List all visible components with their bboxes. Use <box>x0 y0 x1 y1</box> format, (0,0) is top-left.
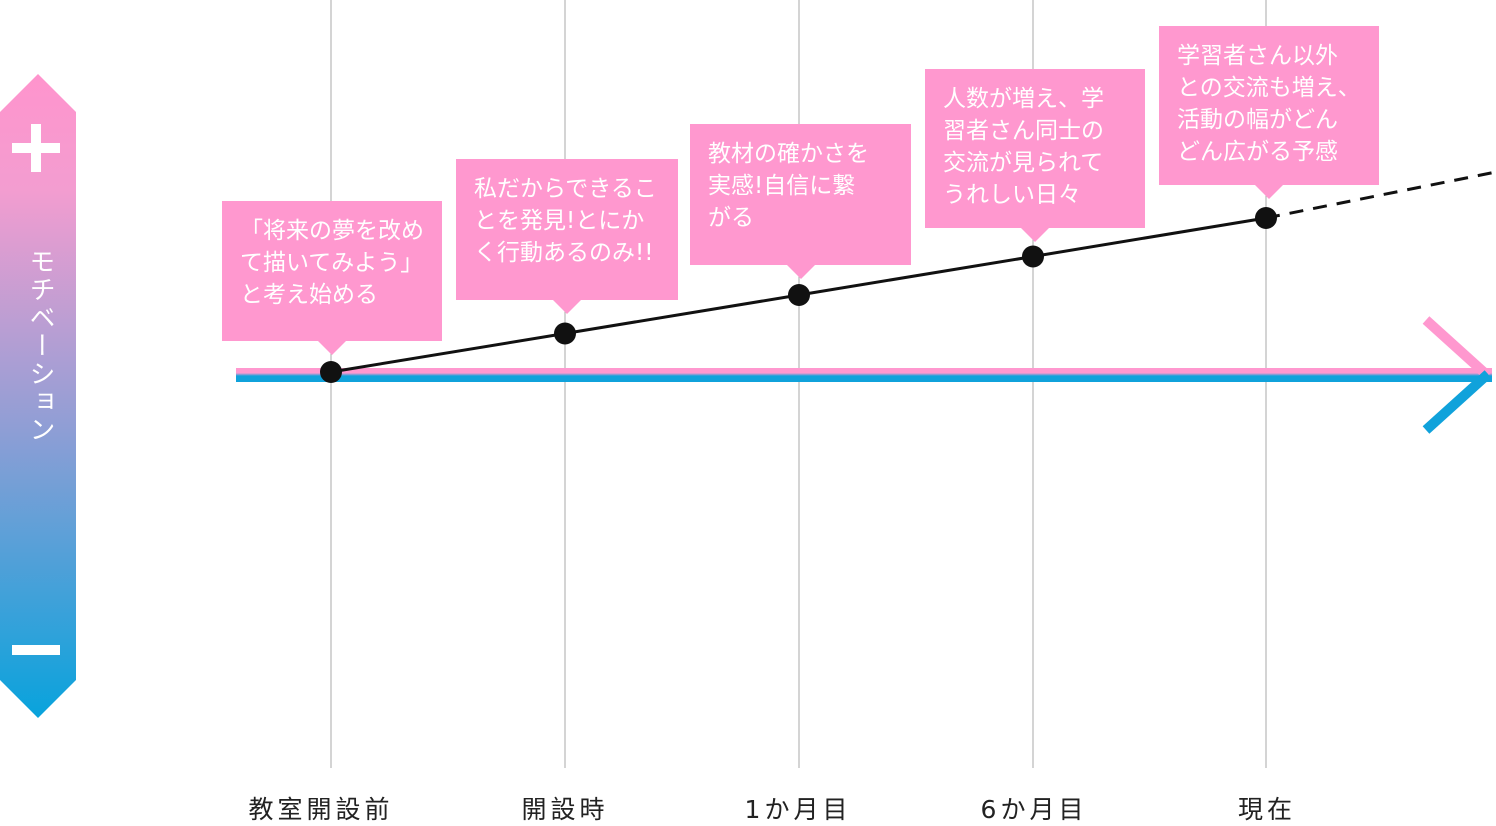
stage-label: 6か月目 <box>980 795 1088 824</box>
stage-label: 1か月目 <box>744 795 852 824</box>
motivation-point <box>320 361 342 383</box>
time-arrow-head-upper <box>1422 316 1492 380</box>
motivation-line-segment <box>564 293 800 335</box>
stage-note-callout: 私だからできるこ とを発見!とにか く行動あるのみ!! <box>456 159 678 314</box>
stage-label: 開設時 <box>521 795 609 824</box>
vertical-axis-label: モチベーション <box>25 248 55 444</box>
motivation-projection-dashed-line <box>1265 170 1496 220</box>
time-arrow-shaft-blue <box>236 376 1492 382</box>
plus-sign-vertical <box>31 124 41 172</box>
stage-note-callout: 教材の確かさを 実感!自信に繋 がる <box>690 124 911 279</box>
motivation-line-segment <box>330 332 566 374</box>
time-arrow-head-lower <box>1422 370 1492 434</box>
stage-label: 現在 <box>1237 795 1296 824</box>
motivation-axis-bar <box>0 74 76 718</box>
motivation-point <box>1022 245 1044 268</box>
motivation-line-segment <box>798 255 1034 297</box>
stage-note-callout: 人数が増え、学 習者さん同士の 交流が見られて うれしい日々 <box>925 69 1145 242</box>
stage-label: 教室開設前 <box>248 795 394 824</box>
minus-sign <box>12 645 60 655</box>
motivation-point <box>788 284 810 306</box>
motivation-point <box>554 322 576 345</box>
stage-note-callout: 学習者さん以外 との交流も増え、 活動の幅がどん どん広がる予感 <box>1159 26 1379 199</box>
motivation-point <box>1255 207 1277 229</box>
motivation-line-series <box>320 170 1496 383</box>
left-motivation-axis <box>0 74 76 718</box>
time-arrow-shaft-pink <box>236 368 1492 373</box>
time-arrow <box>236 316 1492 434</box>
time-arrow-shaft-gradient <box>236 373 1492 376</box>
stage-note-callout: 「将来の夢を改め て描いてみよう」 と考え始める <box>222 201 442 355</box>
motivation-line-segment <box>1032 216 1267 258</box>
